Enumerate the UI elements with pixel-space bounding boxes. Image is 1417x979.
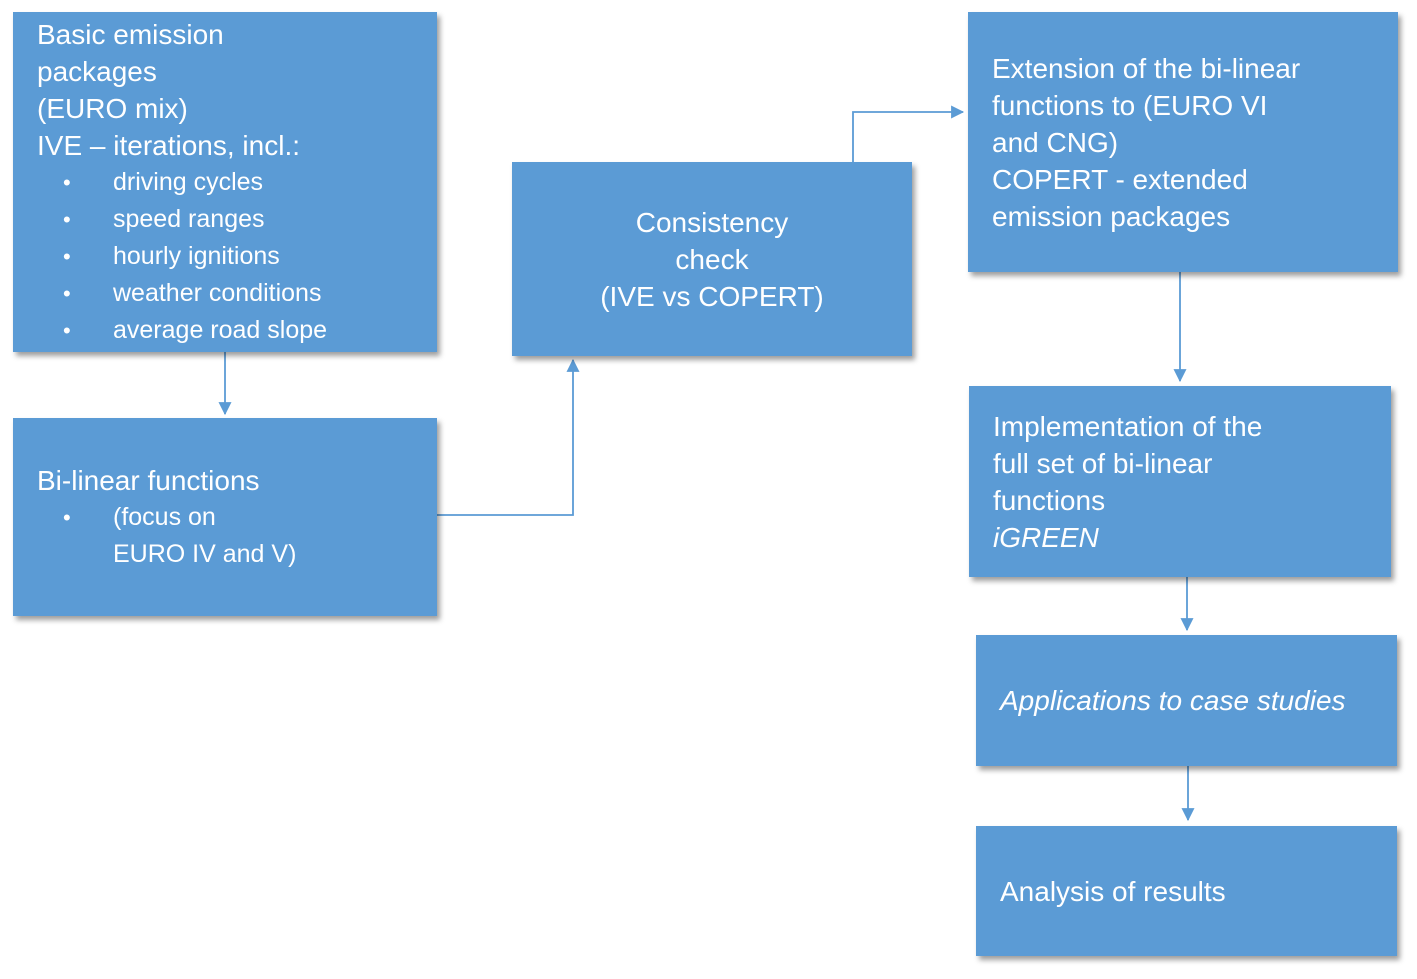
basic-emission-heading: Basic emission packages (EURO mix) IVE –… — [37, 18, 301, 161]
box-implementation-igreen: Implementation of the full set of bi-lin… — [969, 386, 1391, 577]
consistency-text: Consistency check (IVE vs COPERT) — [600, 206, 824, 312]
bilinear-heading: Bi-linear functions — [37, 464, 260, 496]
list-item: • weather conditions — [13, 275, 437, 312]
box-analysis-of-results: Analysis of results — [976, 826, 1397, 956]
implementation-emphasis: iGREEN — [993, 521, 1099, 553]
bullet-text: driving cycles — [113, 167, 264, 196]
implementation-text: Implementation of the full set of bi-lin… — [993, 410, 1263, 516]
arrow-bilinear-to-consistency — [437, 358, 580, 516]
list-item: • (focus on EURO IV and V) — [13, 499, 437, 573]
list-item: • speed ranges — [13, 201, 437, 238]
box-basic-emission-packages: Basic emission packages (EURO mix) IVE –… — [13, 12, 437, 352]
extension-text: Extension of the bi-linear functions to … — [992, 52, 1301, 232]
bullet-text: (focus on EURO IV and V) — [113, 502, 297, 568]
bullet-icon: • — [63, 169, 71, 195]
bullet-text: average road slope — [113, 315, 328, 344]
arrow-consistency-to-extension — [852, 105, 965, 162]
bullet-icon: • — [63, 206, 71, 232]
box-consistency-check: Consistency check (IVE vs COPERT) — [512, 162, 912, 356]
box-bilinear-functions: Bi-linear functions • (focus on EURO IV … — [13, 418, 437, 616]
box-applications-case-studies: Applications to case studies — [976, 635, 1397, 766]
bullet-text: speed ranges — [113, 204, 265, 233]
bullet-icon: • — [63, 317, 71, 343]
bullet-text: weather conditions — [113, 278, 322, 307]
bullet-icon: • — [63, 280, 71, 306]
bullet-icon: • — [63, 243, 71, 269]
list-item: • hourly ignitions — [13, 238, 437, 275]
applications-text: Applications to case studies — [1000, 685, 1346, 716]
list-item: • driving cycles — [13, 164, 437, 201]
bullet-text: hourly ignitions — [113, 241, 280, 270]
bullet-icon: • — [63, 504, 71, 530]
analysis-text: Analysis of results — [1000, 875, 1226, 907]
list-item: • average road slope — [13, 312, 437, 349]
box-extension-bilinear: Extension of the bi-linear functions to … — [968, 12, 1398, 272]
